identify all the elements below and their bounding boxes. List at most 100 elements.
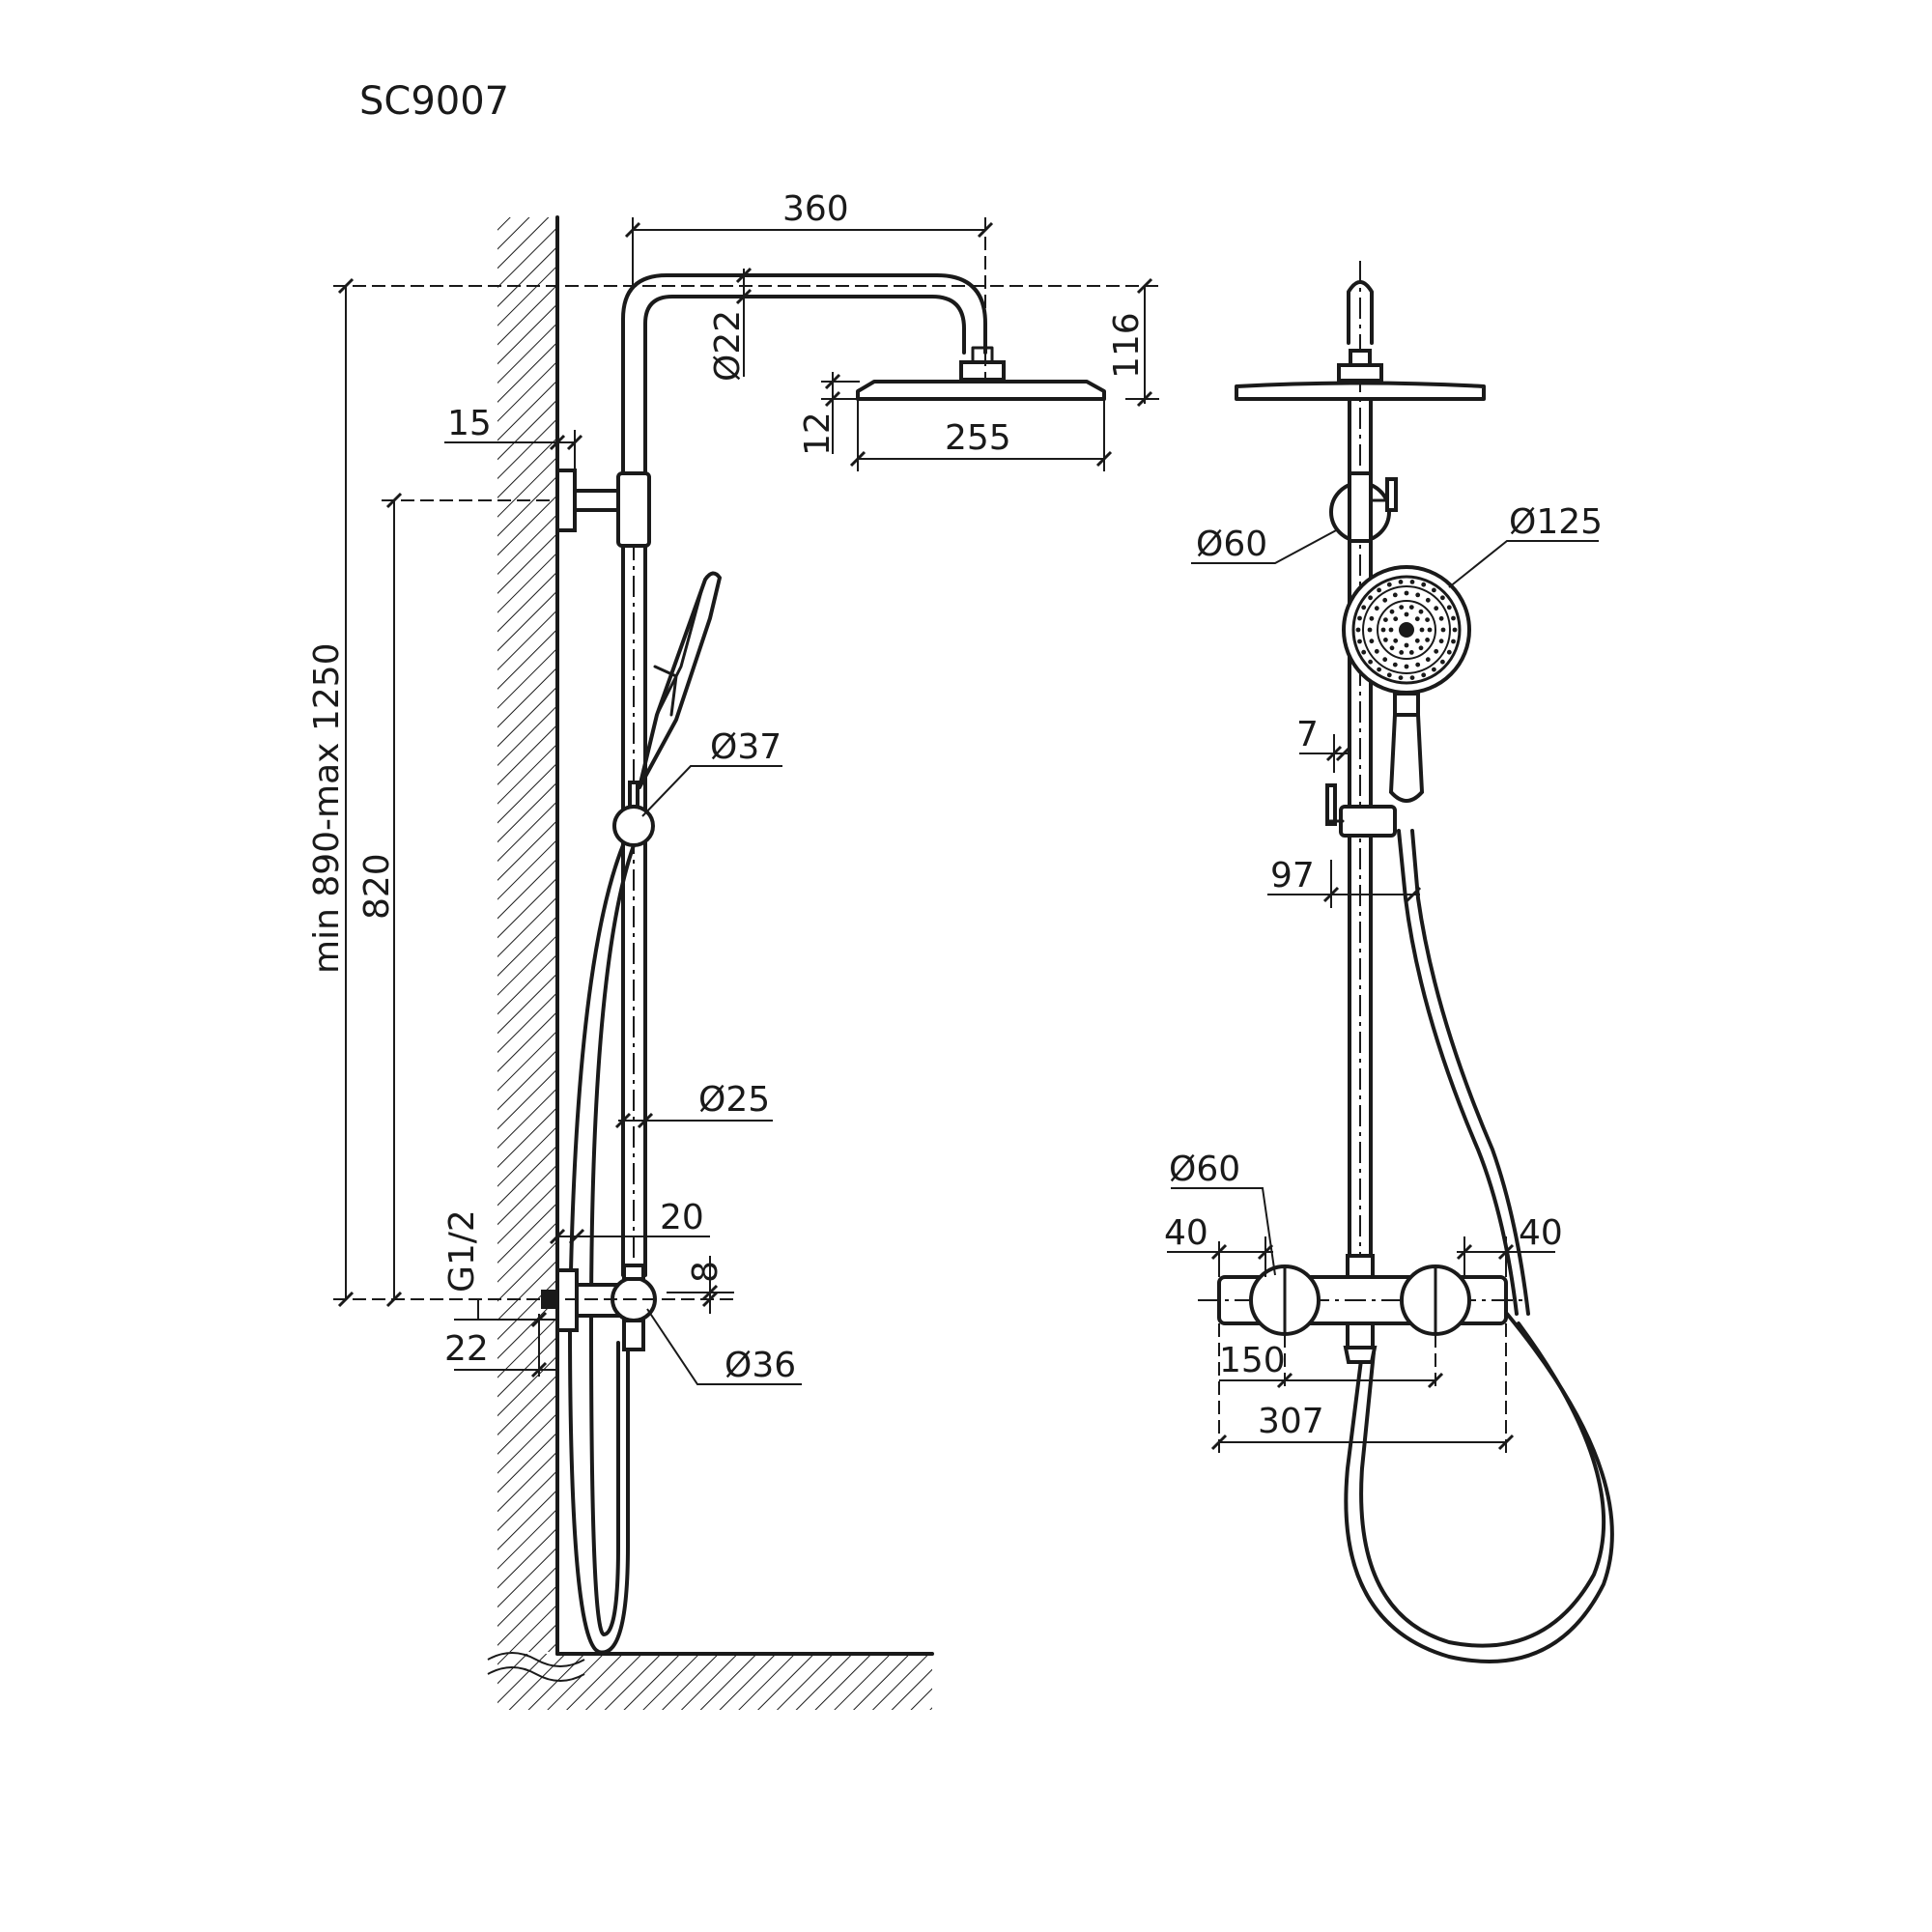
nozzle: [1369, 615, 1375, 621]
hand-shower: [638, 571, 722, 789]
nozzle: [1432, 587, 1436, 593]
dim-97: 97: [1270, 856, 1315, 895]
nozzle: [1374, 606, 1379, 611]
dim-knob-d60: Ø60: [1169, 1150, 1240, 1189]
dim-total-height: min 890-max 1250: [307, 642, 347, 974]
nozzle: [1425, 597, 1431, 603]
shower-arm: [621, 273, 987, 495]
nozzle: [1404, 664, 1409, 669]
nozzle: [1438, 639, 1444, 644]
dim-d37: Ø37: [710, 727, 781, 767]
nozzle: [1377, 587, 1381, 593]
nozzle: [1446, 605, 1452, 611]
nozzle: [1418, 609, 1424, 614]
nozzle: [1361, 605, 1367, 611]
dim-116: 116: [1107, 312, 1147, 379]
nozzle: [1382, 657, 1388, 663]
nozzle: [1357, 639, 1362, 644]
hose: [568, 843, 630, 1655]
dim-g12: G1/2: [442, 1209, 482, 1293]
wall-bracket-top: [555, 469, 577, 532]
nozzle: [1451, 615, 1456, 621]
nozzle: [1434, 606, 1439, 611]
nozzle: [1398, 675, 1404, 680]
dim-12: 12: [798, 412, 838, 456]
dim-820: 820: [357, 853, 397, 920]
nozzle: [1419, 627, 1425, 633]
nozzle: [1440, 659, 1445, 665]
nozzle: [1389, 645, 1395, 651]
dim-20: 20: [660, 1198, 704, 1237]
nozzle: [1368, 659, 1373, 665]
nozzle: [1427, 627, 1433, 633]
nozzle: [1425, 617, 1430, 622]
dim-d125: Ø125: [1509, 502, 1603, 542]
dim-15: 15: [447, 404, 492, 443]
nozzle: [1438, 615, 1444, 621]
dim-d22: Ø22: [708, 310, 748, 382]
nozzle: [1408, 650, 1414, 655]
dim-360: 360: [782, 189, 849, 229]
nozzle: [1393, 616, 1399, 622]
dim-bracket-d60: Ø60: [1196, 525, 1267, 564]
dim-d36: Ø36: [724, 1346, 796, 1385]
nozzle: [1399, 650, 1405, 655]
nozzle: [1357, 615, 1362, 621]
nozzle: [1368, 595, 1373, 601]
nozzle: [1404, 611, 1409, 617]
nozzle: [1421, 582, 1427, 587]
dim-7: 7: [1296, 715, 1319, 754]
nozzle: [1434, 648, 1439, 654]
nozzle: [1392, 592, 1398, 598]
rain-head-front: [1235, 381, 1486, 401]
nozzle: [1383, 617, 1388, 622]
wall: [487, 215, 934, 1710]
dim-8: 8: [686, 1261, 725, 1283]
dim-d25: Ø25: [698, 1080, 770, 1120]
nozzle: [1421, 672, 1427, 678]
nozzle: [1446, 649, 1452, 655]
dim-150: 150: [1219, 1341, 1286, 1380]
nozzle: [1414, 616, 1420, 622]
nozzle: [1415, 662, 1421, 668]
nozzle: [1415, 592, 1421, 598]
nozzle: [1361, 649, 1367, 655]
nozzle: [1452, 627, 1458, 633]
nozzle: [1409, 675, 1415, 680]
nozzle: [1414, 638, 1420, 643]
nozzle: [1382, 597, 1388, 603]
nozzle: [1398, 580, 1404, 584]
nozzle: [1388, 627, 1394, 633]
nozzle: [1404, 642, 1409, 648]
nozzle: [1367, 627, 1373, 633]
dim-255: 255: [945, 418, 1011, 458]
nozzle: [1374, 648, 1379, 654]
side-view: [541, 273, 1106, 1655]
nozzle: [1380, 627, 1386, 633]
nozzle: [1355, 627, 1361, 633]
rain-shower-head: [856, 380, 1106, 401]
nozzle: [1377, 667, 1381, 672]
front-dimensions: Ø60 Ø125 7 97 Ø60 40 40: [1164, 502, 1603, 1454]
nozzle: [1386, 672, 1392, 678]
nozzle: [1386, 582, 1392, 587]
nozzle: [1393, 638, 1399, 643]
holder: [1339, 805, 1397, 838]
nozzle: [1409, 580, 1415, 584]
nozzle: [1399, 605, 1405, 610]
nozzle: [1392, 662, 1398, 668]
nozzle: [1440, 595, 1445, 601]
nozzle: [1451, 639, 1456, 644]
dim-40-right: 40: [1519, 1213, 1563, 1253]
nozzle: [1432, 667, 1436, 672]
nozzle: [1425, 638, 1430, 642]
dim-307: 307: [1258, 1402, 1324, 1441]
nozzle: [1404, 590, 1409, 596]
front-view: [1198, 261, 1614, 1663]
nozzle: [1408, 605, 1414, 610]
model-title: SC9007: [359, 79, 509, 124]
nozzle: [1369, 639, 1375, 644]
nozzle: [1425, 657, 1431, 663]
side-dimensions: 360 Ø22 116 12 255 15: [307, 189, 1159, 1385]
